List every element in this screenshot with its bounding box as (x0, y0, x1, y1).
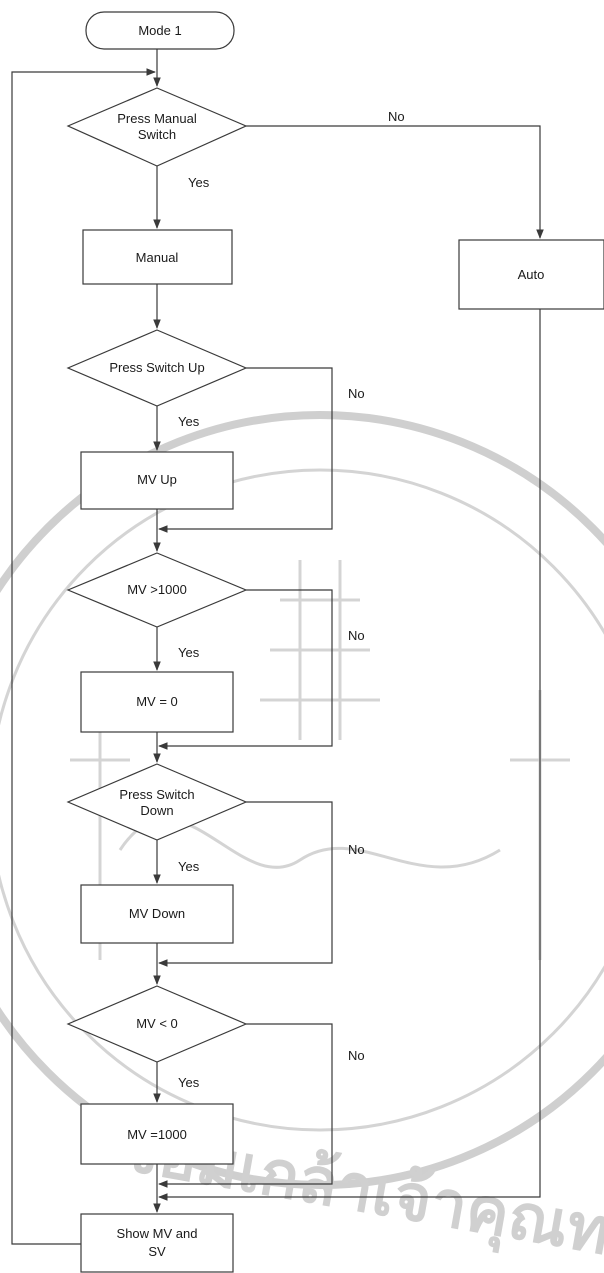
edge-no-down: No (348, 842, 365, 857)
edge-no-lt: No (348, 1048, 365, 1063)
show-label-1: Show MV and (117, 1226, 198, 1241)
press-down-label-1: Press Switch (119, 787, 194, 802)
edge-no-up: No (348, 386, 365, 401)
auto-label: Auto (518, 267, 545, 282)
show-mv-sv-process (81, 1214, 233, 1272)
mv-lt-label: MV < 0 (136, 1016, 178, 1031)
press-manual-label-2: Switch (138, 127, 176, 142)
show-label-2: SV (148, 1244, 166, 1259)
connectors (12, 49, 540, 1244)
edge-yes-manual: Yes (188, 175, 210, 190)
edge-no-manual: No (388, 109, 405, 124)
press-manual-label-1: Press Manual (117, 111, 197, 126)
press-down-decision (68, 764, 246, 840)
edge-yes-lt: Yes (178, 1075, 200, 1090)
mv-down-label: MV Down (129, 906, 185, 921)
manual-label: Manual (136, 250, 179, 265)
edge-yes-up: Yes (178, 414, 200, 429)
edge-yes-down: Yes (178, 859, 200, 874)
mv-up-label: MV Up (137, 472, 177, 487)
mv-1000-label: MV =1000 (127, 1127, 187, 1142)
press-up-label: Press Switch Up (109, 360, 204, 375)
mode1-label: Mode 1 (138, 23, 181, 38)
mv-gt-label: MV >1000 (127, 582, 187, 597)
edge-no-gt: No (348, 628, 365, 643)
press-down-label-2: Down (140, 803, 173, 818)
mv-zero-label: MV = 0 (136, 694, 178, 709)
edge-yes-gt: Yes (178, 645, 200, 660)
